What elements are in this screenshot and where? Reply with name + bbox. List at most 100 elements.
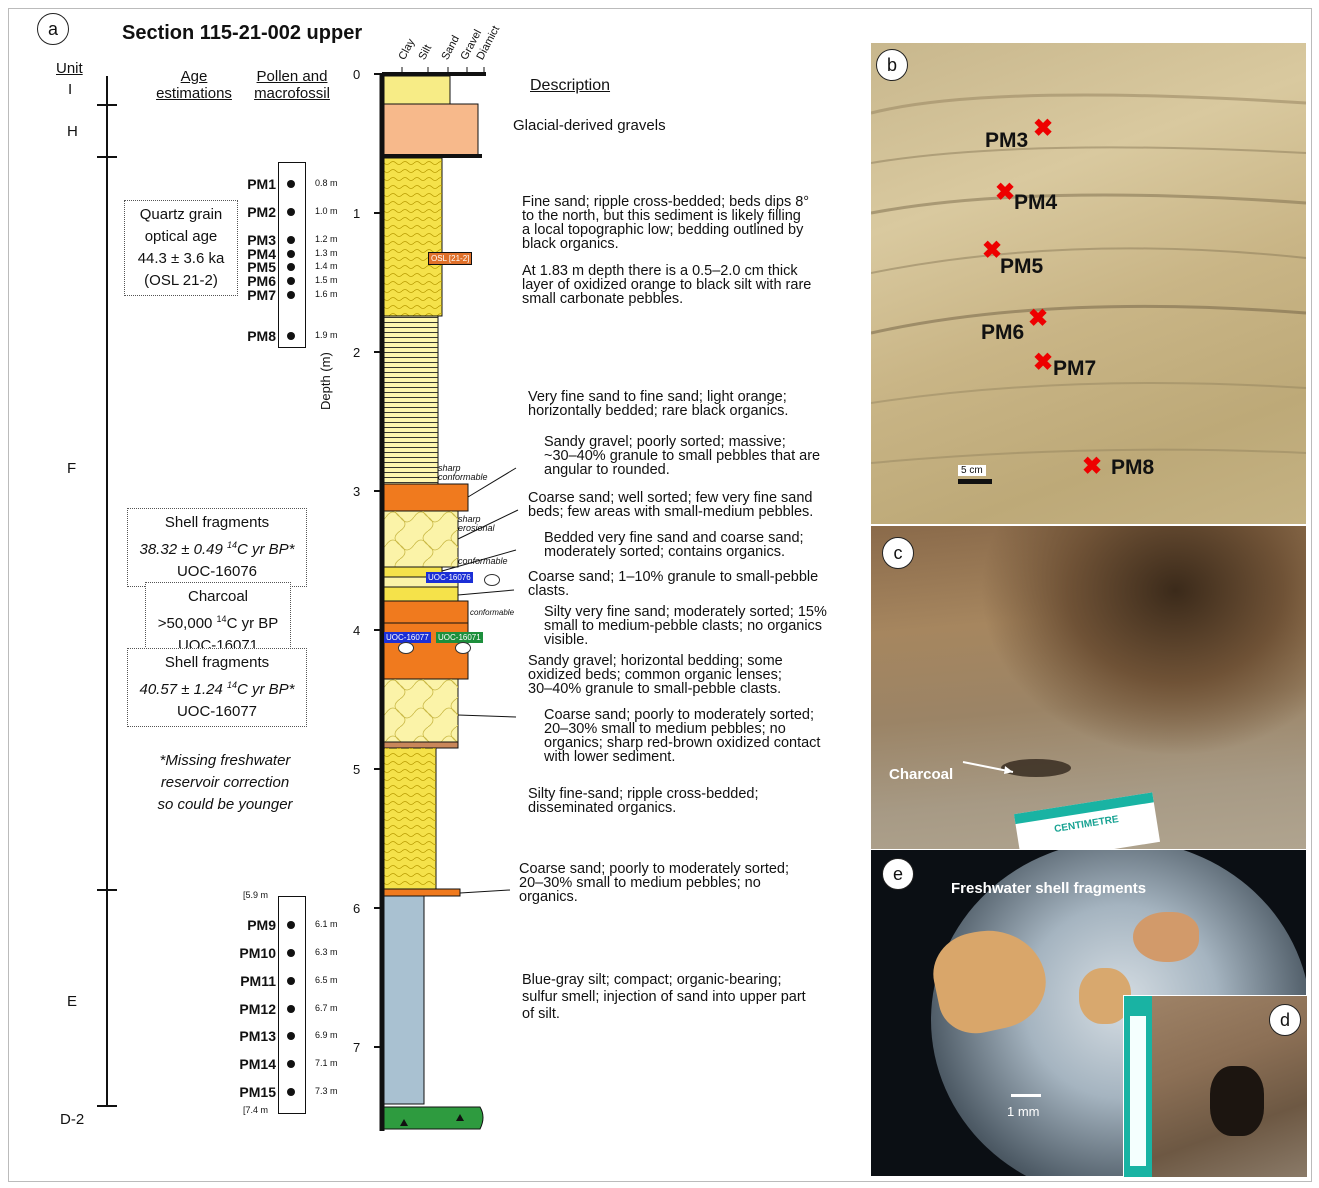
- sample-name: PM10: [239, 945, 276, 961]
- sample-depth: 1.0 m: [315, 206, 338, 216]
- panel-c-photo: Charcoal CENTIMETRE: [871, 526, 1306, 849]
- desc-line: to the north, but this sediment is likel…: [522, 208, 801, 224]
- pm7-label: PM7: [1053, 357, 1097, 380]
- scale-bar-b: [958, 479, 992, 484]
- scale-label-1mm: 1 mm: [1007, 1104, 1040, 1119]
- depth-tick-1: 1: [353, 206, 361, 221]
- desc-line: horizontally bedded; rare black organics…: [528, 403, 789, 419]
- desc-line: Bedded very fine sand and coarse sand;: [544, 530, 804, 546]
- sample-name: PM1: [247, 176, 276, 192]
- desc-line: Silty very fine sand; moderately sorted;…: [544, 604, 827, 620]
- uoc-16077-label: UOC-16077: [384, 632, 431, 643]
- lower-box-bottom-label: [7.4 m: [243, 1105, 269, 1115]
- pm4-label: PM4: [1014, 191, 1058, 214]
- desc-silty-sand: Silty very fine sand; moderately sorted;…: [544, 604, 827, 648]
- depth-tick-6: 6: [353, 901, 361, 916]
- desc-line: of silt.: [522, 1006, 560, 1022]
- sample-depth: 6.1 m: [315, 919, 338, 929]
- desc-bedded-sand: Bedded very fine sand and coarse sand;mo…: [544, 530, 804, 560]
- desc-line: Coarse sand; 1–10% granule to small-pebb…: [528, 569, 819, 585]
- c14-icon-3: [455, 642, 471, 654]
- panel-a-letter: a: [37, 13, 69, 45]
- desc-coarse-sand-4: Coarse sand; poorly to moderately sorted…: [519, 862, 789, 905]
- desc-line: visible.: [544, 632, 589, 648]
- desc-line: 20–30% small to medium pebbles; no: [544, 721, 786, 737]
- unit-E: E: [67, 993, 78, 1010]
- c14-icon-2: [398, 642, 414, 654]
- uoc-16071-label: UOC-16071: [436, 632, 483, 643]
- unit-I: I: [68, 81, 73, 98]
- sample-dot-icon: [287, 1088, 295, 1096]
- sample-depth: 1.9 m: [315, 330, 338, 340]
- desc-line: Coarse sand; poorly to moderately sorted…: [544, 707, 814, 723]
- uoc-16076-label: UOC-16076: [426, 572, 473, 583]
- sample-dot-icon: [287, 250, 295, 258]
- desc-line: black organics.: [522, 236, 619, 252]
- panel-e-title: Freshwater shell fragments: [951, 880, 1147, 897]
- unit-header: Unit: [56, 60, 83, 77]
- panel-e-letter: e: [882, 858, 914, 890]
- sample-dot-icon: [287, 921, 295, 929]
- desc-coarse-sand-3: Coarse sand; poorly to moderately sorted…: [544, 707, 820, 765]
- desc-line: beds; few areas with small-medium pebble…: [528, 504, 814, 520]
- depth-tick-3: 3: [353, 484, 361, 499]
- charcoal-patch: [1001, 759, 1071, 777]
- desc-very-fine-sand: Very fine sand to fine sand; light orang…: [528, 390, 789, 419]
- desc-coarse-sand-2: Coarse sand; 1–10% granule to small-pebb…: [528, 569, 819, 599]
- unit-H: H: [67, 123, 78, 140]
- sample-name: PM13: [239, 1028, 276, 1044]
- depth-tick-4: 4: [353, 623, 361, 638]
- pollen-box-upper: [278, 162, 306, 348]
- desc-glacial-gravels: Glacial-derived gravels: [513, 117, 666, 134]
- pm5-marker-icon: ✖: [982, 237, 1003, 264]
- desc-line: 20–30% small to medium pebbles; no: [519, 875, 761, 891]
- sample-dot-icon: [287, 949, 295, 957]
- sample-dot-icon: [287, 208, 295, 216]
- shell-fragments-box-1: Shell fragments 38.32 ± 0.49 14C yr BP* …: [127, 508, 307, 587]
- desc-fine-sand: Fine sand; ripple cross-bedded; beds dip…: [522, 195, 809, 252]
- desc-oxidized-layer: At 1.83 m depth there is a 0.5–2.0 cm th…: [522, 263, 812, 307]
- sample-depth: 7.3 m: [315, 1086, 338, 1096]
- desc-line: oxidized beds; common organic lenses;: [528, 667, 782, 683]
- sample-dot-icon: [287, 180, 295, 188]
- description-header: Description: [530, 77, 611, 94]
- reservoir-note: *Missing freshwater reservoir correction…: [157, 752, 293, 813]
- depth-tick-5: 5: [353, 762, 361, 777]
- desc-line: layer of oxidized orange to black silt w…: [522, 277, 812, 293]
- desc-line: At 1.83 m depth there is a 0.5–2.0 cm th…: [522, 263, 798, 279]
- sample-dot-icon: [287, 332, 295, 340]
- panel-b-photo: ✖ PM3 ✖ PM4 ✖ PM5 ✖ PM6 ✖ PM7 ✖ PM8 5 cm: [871, 43, 1306, 524]
- sample-depth: 1.4 m: [315, 261, 338, 271]
- sample-name: PM11: [240, 973, 276, 989]
- sample-dot-icon: [287, 1060, 295, 1068]
- desc-line: small carbonate pebbles.: [522, 291, 684, 307]
- panel-d-letter: d: [1269, 1004, 1301, 1036]
- pm3-marker-icon: ✖: [1033, 115, 1054, 142]
- sample-name: PM12: [239, 1001, 276, 1017]
- desc-line: Sandy gravel; poorly sorted; massive;: [544, 434, 786, 450]
- conformable-label-2: conformable: [470, 608, 515, 617]
- desc-line: Sandy gravel; horizontal bedding; some: [528, 653, 783, 669]
- pollen-box-lower: [278, 896, 306, 1114]
- sample-name: PM9: [247, 917, 276, 933]
- sample-depth: 6.5 m: [315, 975, 338, 985]
- desc-line: clasts.: [528, 583, 570, 599]
- sample-dot-icon: [287, 263, 295, 271]
- desc-line: Coarse sand; well sorted; few very fine …: [528, 490, 813, 506]
- sample-dot-icon: [287, 291, 295, 299]
- scale-label-5cm: 5 cm: [958, 465, 986, 476]
- desc-line: with lower sediment.: [544, 749, 676, 765]
- sample-depth: 6.3 m: [315, 947, 338, 957]
- desc-line: ~30–40% granule to small pebbles that ar…: [544, 448, 821, 464]
- shell-fragment-3: [1133, 912, 1199, 962]
- sample-dot-icon: [287, 236, 295, 244]
- pm4-marker-icon: ✖: [995, 179, 1016, 206]
- sample-name: PM4: [247, 246, 276, 262]
- pm6-marker-icon: ✖: [1028, 305, 1049, 332]
- sample-dot-icon: [287, 1005, 295, 1013]
- desc-blue-gray-silt: Blue-gray silt; compact; organic-bearing…: [522, 972, 806, 1023]
- desc-line: moderately sorted; contains organics.: [544, 544, 785, 560]
- sample-depth: 1.2 m: [315, 234, 338, 244]
